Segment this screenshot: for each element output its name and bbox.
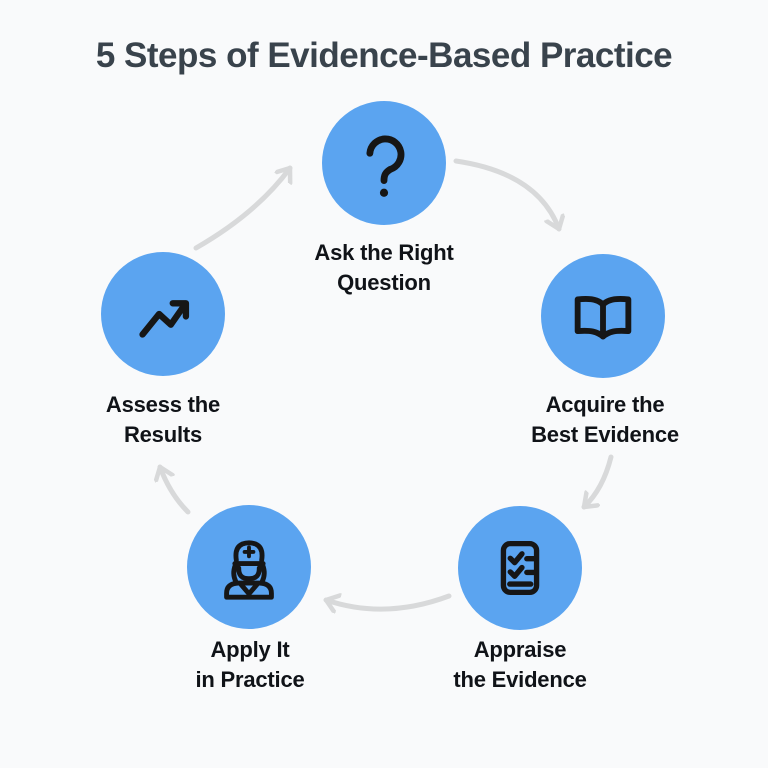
step-apply-circle (187, 505, 311, 629)
open-book-icon (574, 296, 632, 340)
nurse-icon (224, 540, 274, 600)
step-acquire-label: Acquire the Best Evidence (531, 390, 679, 450)
page-title: 5 Steps of Evidence-Based Practice (95, 36, 673, 75)
arrow-appraise-to-apply-icon (323, 596, 452, 609)
step-appraise-label: Appraise the Evidence (453, 635, 587, 695)
step-apply-label-line1: Apply It (210, 637, 290, 662)
step-apply-label-line2: in Practice (195, 667, 305, 692)
step-assess-label: Assess the Results (106, 390, 220, 450)
step-appraise-label-line2: the Evidence (453, 667, 587, 692)
step-ask-label: Ask the Right Question (314, 238, 453, 298)
checklist-icon (500, 540, 540, 596)
step-acquire-label-line1: Acquire the (545, 392, 665, 417)
step-assess-circle (101, 252, 225, 376)
arrow-ask-to-acquire-icon (453, 158, 559, 232)
arrow-assess-to-ask-icon (193, 165, 293, 251)
step-ask-label-line2: Question (337, 270, 431, 295)
step-acquire-circle (541, 254, 665, 378)
step-assess-label-line2: Results (123, 422, 203, 447)
question-mark-icon (366, 135, 405, 197)
trend-up-chart-icon (139, 300, 190, 338)
arrow-apply-to-assess-icon (160, 464, 191, 515)
step-acquire-label-line2: Best Evidence (531, 422, 679, 447)
step-appraise-label-line1: Appraise (473, 637, 567, 662)
arrow-acquire-to-appraise-icon (581, 454, 614, 510)
step-appraise-circle (458, 506, 582, 630)
step-ask-circle (322, 101, 446, 225)
step-ask-label-line1: Ask the Right (314, 240, 454, 265)
step-assess-label-line1: Assess the (105, 392, 221, 417)
step-apply-label: Apply It in Practice (195, 635, 304, 695)
